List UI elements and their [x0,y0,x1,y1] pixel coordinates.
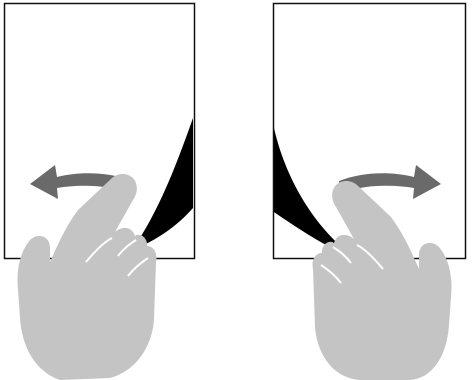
swipe-right-illustration [237,0,473,380]
swipe-left-illustration [0,0,236,380]
swipe-right-gesture [237,0,473,380]
swipe-left-gesture [0,0,236,380]
